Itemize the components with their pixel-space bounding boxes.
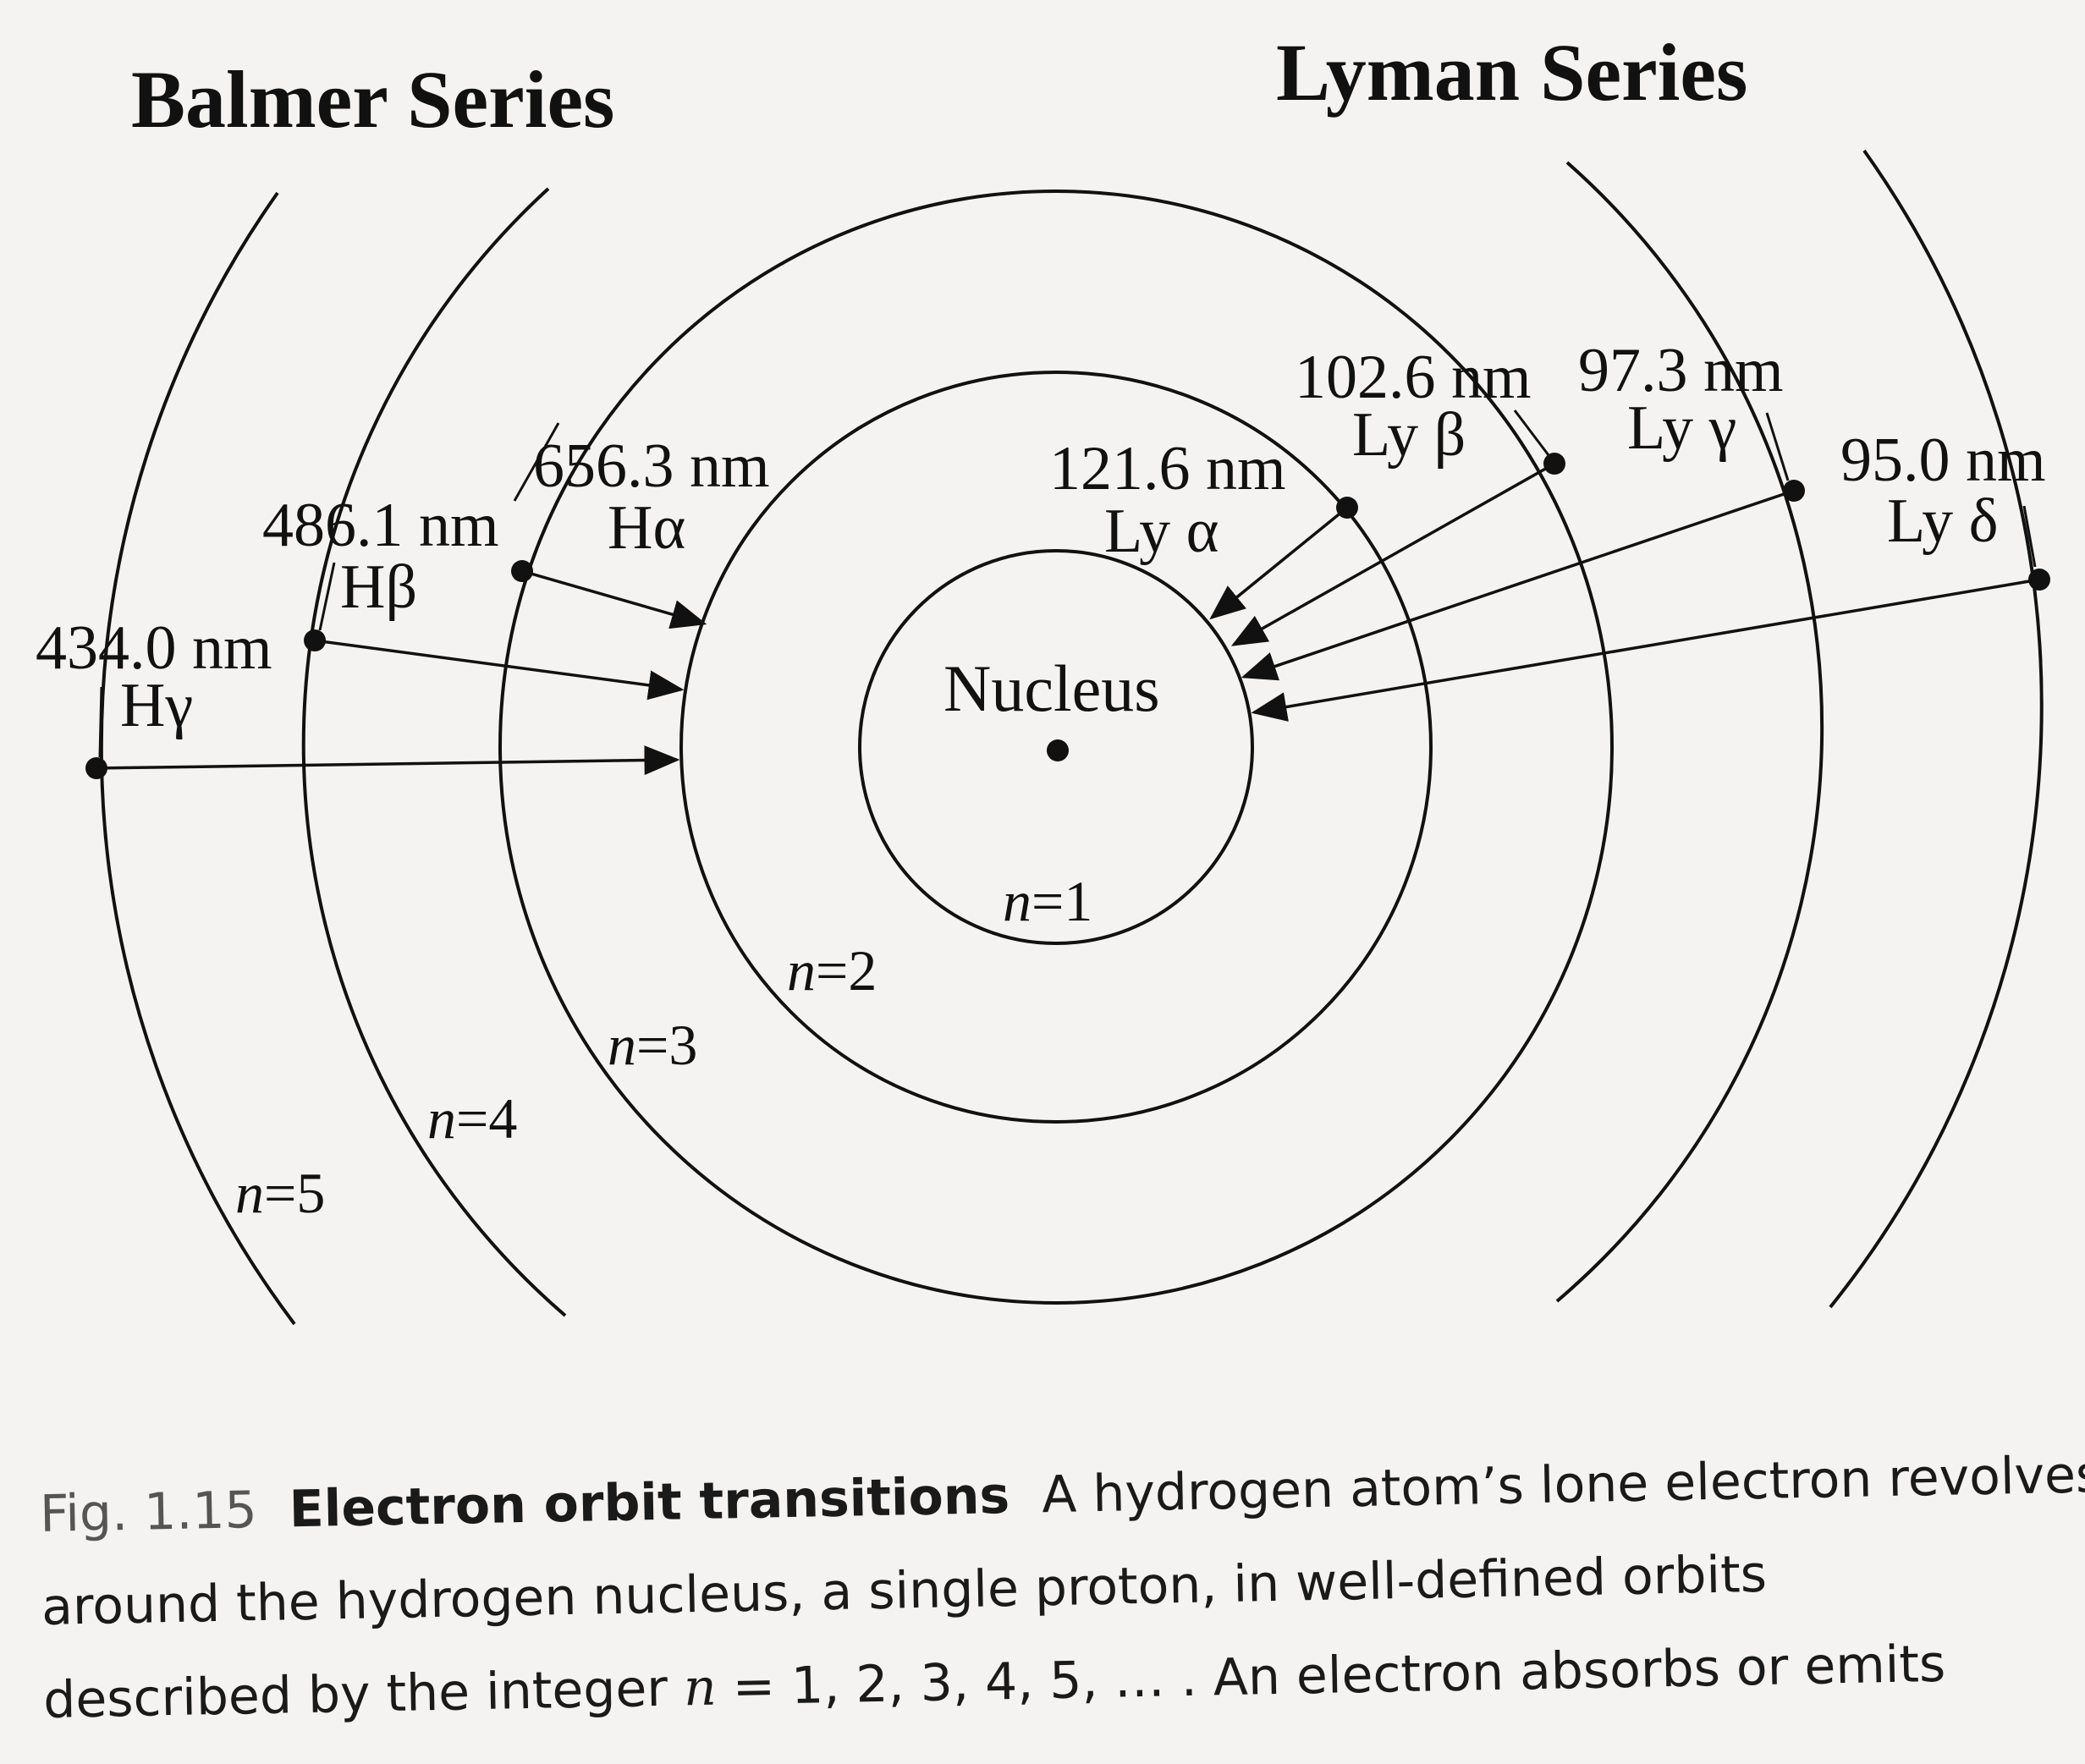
orbit-label-n2: n=2 (787, 938, 877, 1003)
hbeta-name: Hβ (340, 552, 417, 622)
lyalpha-name: Ly α (1104, 497, 1219, 566)
orbit-n4-left-arc (301, 187, 567, 1317)
figure-caption: Fig. 1.15 Electron orbit transitions A h… (39, 1429, 2085, 1747)
orbit-label-n5: n=5 (235, 1161, 325, 1225)
orbit-label-n1: n=1 (1003, 869, 1092, 933)
lyman-transition-beta: 102.6 nm Ly β (1230, 343, 1565, 646)
orbit-label-n3: n=3 (608, 1013, 697, 1077)
balmer-transition-hbeta: 486.1 nm Hβ (262, 491, 685, 701)
nucleus-dot (1047, 739, 1069, 761)
lydelta-wavelength: 95.0 nm (1840, 426, 2046, 495)
caption-math-n: n (683, 1657, 718, 1718)
hgamma-wavelength: 434.0 nm (36, 613, 272, 683)
orbit-n5-right-arc (1829, 149, 2044, 1309)
orbit-n1 (858, 549, 1254, 945)
lyman-transition-gamma: 97.3 nm Ly γ (1241, 336, 1805, 681)
lyalpha-wavelength: 121.6 nm (1049, 434, 1286, 503)
caption-title: Electron orbit transitions (289, 1465, 1010, 1540)
orbit-n3 (498, 190, 1614, 1305)
caption-line-3-post: An electron absorbs or emits (1213, 1634, 1946, 1708)
hbeta-wavelength: 486.1 nm (262, 491, 499, 560)
orbit-n2 (679, 371, 1433, 1124)
caption-line-3-values: = 1, 2, 3, 4, 5, … . (732, 1648, 1198, 1717)
lyman-series-title: Lyman Series (1276, 27, 1747, 118)
balmer-transition-halpha: 656.3 nm Hα (511, 422, 770, 629)
orbit-n4-right-arc (1555, 161, 1824, 1303)
lyman-transition-alpha: 121.6 nm Ly α (1049, 434, 1358, 620)
caption-line-1-text: A hydrogen atom’s lone electron revolves (1041, 1445, 2085, 1525)
caption-line-3-pre: described by the integer (42, 1658, 668, 1730)
lybeta-name: Ly β (1352, 400, 1466, 470)
orbit-n5-left-arc (99, 191, 296, 1326)
balmer-series-title: Balmer Series (131, 54, 614, 145)
lygamma-wavelength: 97.3 nm (1578, 336, 1784, 405)
halpha-wavelength: 656.3 nm (533, 431, 770, 501)
halpha-name: Hα (608, 493, 685, 563)
lydelta-name: Ly δ (1887, 486, 1999, 556)
nucleus-label: Nucleus (943, 651, 1160, 725)
lygamma-name: Ly γ (1627, 393, 1736, 463)
caption-figure-number: Fig. 1.15 (39, 1481, 258, 1544)
lybeta-wavelength: 102.6 nm (1295, 343, 1532, 412)
orbit-label-n4: n=4 (427, 1086, 517, 1151)
balmer-transition-hgamma: 434.0 nm Hγ (36, 613, 680, 779)
lyman-transition-delta: 95.0 nm Ly δ (1251, 426, 2050, 722)
hgamma-name: Hγ (120, 671, 193, 740)
